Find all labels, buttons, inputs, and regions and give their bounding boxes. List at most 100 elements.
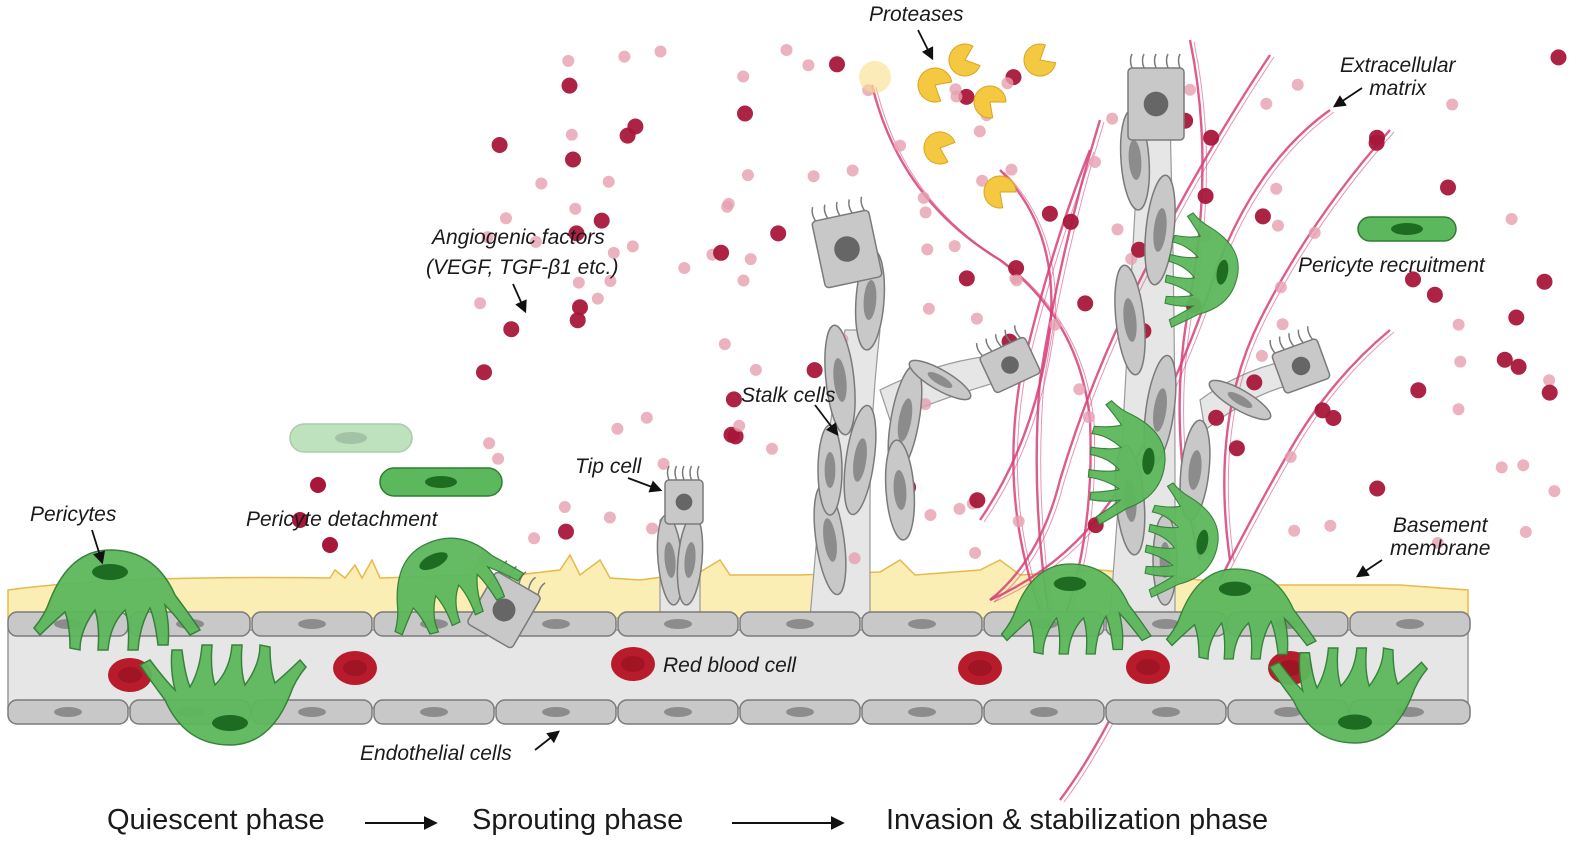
angiogenic-factor — [568, 225, 585, 242]
angiogenic-factor — [733, 419, 746, 432]
angiogenic-factor — [1519, 526, 1532, 538]
angiogenic-factor — [1089, 156, 1101, 168]
protease — [917, 67, 953, 103]
angiogenic-factor — [770, 225, 787, 242]
free-pericyte — [379, 467, 503, 497]
angiogenic-factor — [737, 70, 750, 83]
angiogenic-factor — [1426, 286, 1443, 303]
angiogenic-factor — [846, 164, 859, 177]
angiogenic-factor — [1536, 273, 1553, 290]
angiogenic-factor — [558, 523, 574, 540]
angiogenic-factor — [922, 302, 935, 315]
angiogenic-factor — [921, 243, 934, 256]
angiogenic-factor — [1041, 205, 1058, 222]
angiogenic-factor — [1197, 188, 1214, 204]
angiogenic-factor — [969, 546, 982, 559]
angiogenic-factor — [1548, 485, 1561, 498]
red-blood-cell — [1126, 650, 1170, 684]
label-arrows — [91, 29, 1383, 751]
angiogenic-factor — [1111, 223, 1124, 236]
angiogenic-factor — [780, 44, 793, 56]
angiogenic-factor — [1270, 182, 1283, 195]
angiogenic-factor — [476, 364, 492, 381]
tip-cell — [1127, 53, 1185, 141]
angiogenic-factor — [572, 299, 588, 316]
invasion-phase-label: Invasion & stabilization phase — [886, 804, 1269, 836]
red-blood-cell — [611, 647, 655, 681]
angiogenic-factor — [1454, 355, 1467, 368]
pericyte — [1164, 212, 1239, 328]
angiogenic-factor — [723, 426, 740, 443]
angiogenic-factor — [1010, 274, 1023, 287]
stalk-cell — [824, 324, 856, 436]
angiogenic-factor — [958, 270, 975, 287]
tip-cell-label: Tip cell — [575, 455, 642, 478]
angiogenic-factor — [948, 240, 961, 253]
basement-membrane-label: Basement membrane — [1390, 514, 1491, 561]
angiogenic-factor — [718, 338, 731, 351]
sprouting-phase-label: Sprouting phase — [472, 804, 684, 836]
angiogenic-factor — [565, 128, 578, 141]
angiogenic-factor — [1073, 383, 1086, 396]
angiogenic-factor — [1517, 459, 1530, 472]
pericyte — [1268, 647, 1429, 744]
angiogenic-factor — [1106, 112, 1119, 125]
angiogenic-factors-arrow — [512, 283, 527, 314]
red-blood-cell-label: Red blood cell — [663, 654, 797, 677]
pericyte-recruitment-label: Pericyte recruitment — [1298, 254, 1485, 277]
endothelial-cell — [739, 611, 861, 637]
endothelial-cell — [983, 699, 1105, 725]
angiogenic-factor — [292, 512, 308, 528]
angiogenic-factor — [640, 411, 653, 424]
angiogenic-factor — [949, 83, 962, 96]
pericyte — [394, 537, 525, 636]
angiogenic-factor — [569, 202, 582, 215]
angiogenic-factor — [1505, 213, 1518, 225]
angiogenic-factors-label-line1: Angiogenic factors — [432, 226, 605, 249]
angiogenic-factor — [1495, 461, 1508, 474]
proteases-arrow — [917, 29, 934, 61]
angiogenic-factor — [646, 522, 659, 535]
endothelial-cell — [617, 611, 739, 637]
angiogenic-factor — [529, 235, 542, 248]
ecm-fiber — [983, 171, 1056, 523]
stalk-cell — [1114, 264, 1146, 376]
tip-cell — [1269, 326, 1331, 394]
angiogenic-factor — [917, 191, 930, 204]
angiogenic-factor — [725, 391, 742, 408]
angiogenic-factor — [766, 442, 778, 455]
angiogenic-factor — [1510, 358, 1527, 375]
endothelial-cell — [373, 699, 495, 725]
angiogenic-factor — [1012, 515, 1025, 528]
pericyte — [138, 644, 307, 746]
angiogenic-factors-label-line2: (VEGF, TGF-β1 etc.) — [426, 256, 619, 279]
endothelial-cell — [861, 611, 983, 637]
angiogenic-factor — [1284, 450, 1297, 463]
angiogenic-factor — [1308, 226, 1321, 239]
angiogenic-factor — [969, 492, 986, 509]
endothelial-cells-label: Endothelial cells — [360, 742, 512, 765]
angiogenic-factor — [829, 56, 845, 73]
angiogenic-factor — [611, 422, 624, 435]
ecm-fiber — [1218, 329, 1391, 581]
angiogenic-factor — [713, 244, 730, 261]
protease — [859, 61, 891, 93]
extracellular-matrix-label: Extracellular matrix — [1340, 54, 1456, 101]
quiescent-phase-label: Quiescent phase — [107, 804, 325, 836]
pericyte — [1144, 482, 1219, 598]
pericyte — [1087, 399, 1166, 526]
stalk-cell — [656, 514, 684, 606]
angiogenic-factor — [1049, 318, 1062, 331]
angiogenic-factor — [970, 312, 983, 325]
protease-particles — [859, 43, 1057, 209]
endothelial-cell — [7, 699, 129, 725]
proteases-label: Proteases — [869, 3, 964, 26]
angiogenic-factor — [1291, 78, 1304, 91]
angiogenic-factor — [1452, 318, 1465, 331]
tip-cell — [467, 560, 546, 649]
angiogenic-factor — [558, 501, 571, 513]
angiogenic-factor — [491, 137, 508, 153]
red-blood-cell — [333, 651, 377, 685]
angiogenic-factor — [500, 212, 512, 225]
